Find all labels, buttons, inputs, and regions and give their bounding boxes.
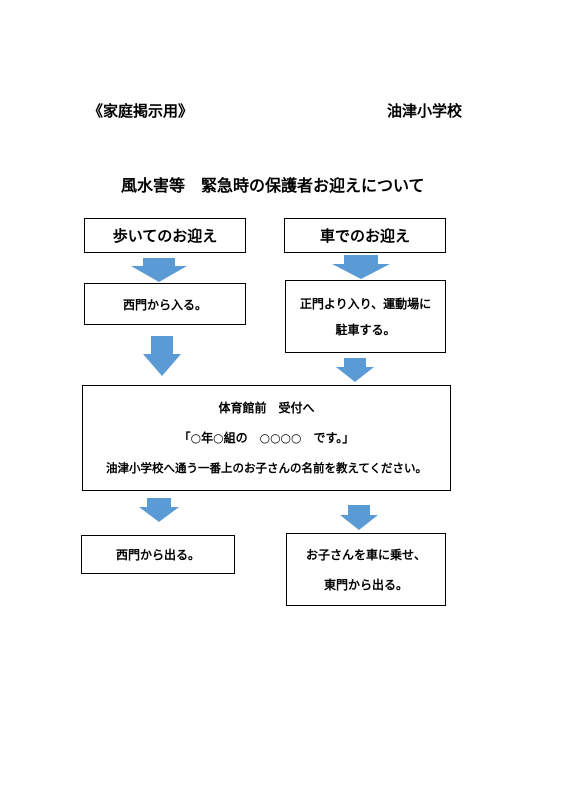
arrow-down-icon: [143, 336, 181, 376]
arrow-down-icon: [139, 498, 179, 522]
car-step2-line1: お子さんを車に乗せ、: [305, 547, 426, 562]
reception-line1: 体育館前 受付へ: [218, 401, 315, 415]
car-step1-line1: 正門より入り、運動場に: [299, 296, 432, 311]
walk-step2-box: 西門から出る。: [81, 535, 235, 574]
car-heading-box: 車でのお迎え: [284, 218, 446, 253]
car-heading: 車でのお迎え: [319, 227, 410, 245]
car-step1-box: 正門より入り、運動場に 駐車する。: [285, 280, 446, 353]
page-title: 風水害等 緊急時の保護者お迎えについて: [121, 176, 425, 195]
walk-step2-text: 西門から出る。: [115, 548, 200, 562]
notice-tag: 《家庭掲示用》: [88, 102, 194, 120]
walk-step1-text: 西門から入る。: [122, 297, 207, 312]
car-step2-line2: 東門から出る。: [323, 577, 408, 592]
reception-line3: 油津小学校へ通う一番上のお子さんの名前を教えてください。: [105, 461, 428, 475]
car-step2-box: お子さんを車に乗せ、 東門から出る。: [286, 533, 446, 606]
walk-step1-box: 西門から入る。: [84, 283, 246, 325]
arrow-down-icon: [332, 255, 390, 279]
arrow-down-icon: [131, 258, 187, 282]
school-name: 油津小学校: [387, 102, 463, 120]
reception-box: 体育館前 受付へ 「○年○組の ○○○○ です。」 油津小学校へ通う一番上のお子…: [82, 385, 451, 491]
walk-heading: 歩いてのお迎え: [112, 227, 218, 245]
reception-line2: 「○年○組の ○○○○ です。」: [178, 431, 355, 445]
car-step1-line2: 駐車する。: [335, 322, 396, 337]
arrow-down-icon: [336, 358, 374, 382]
walk-heading-box: 歩いてのお迎え: [84, 218, 246, 253]
arrow-down-icon: [340, 505, 378, 530]
